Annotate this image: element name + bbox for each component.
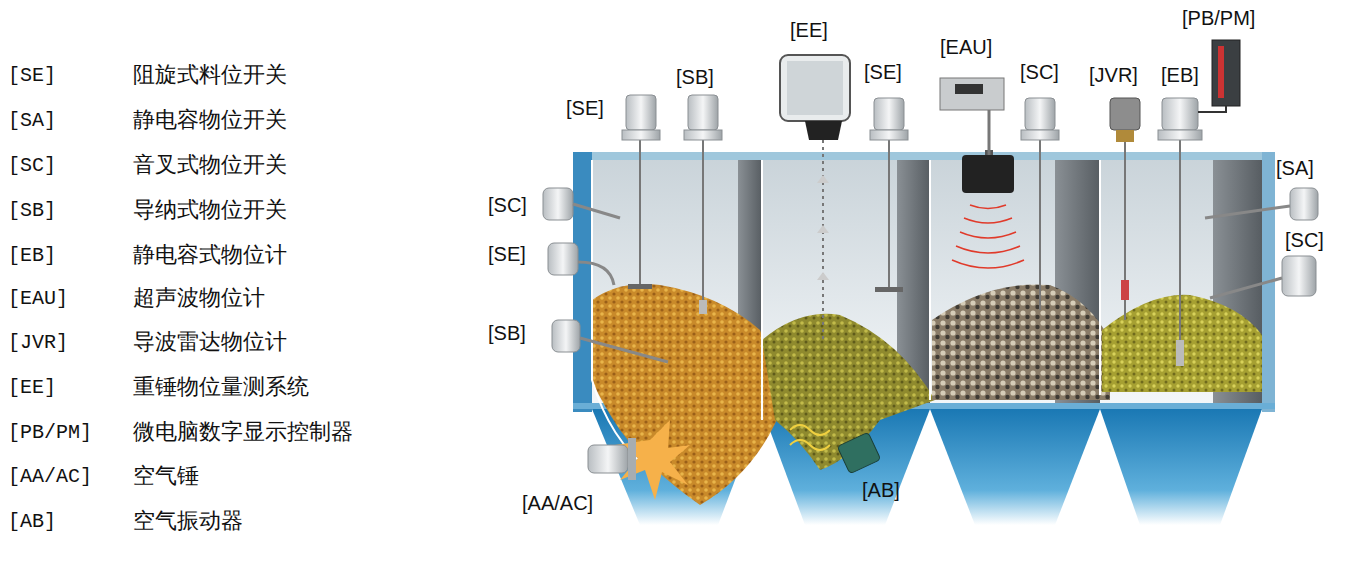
legend-name: 阻旋式料位开关 <box>133 62 287 87</box>
instrument-label: [SE] <box>566 97 604 120</box>
legend-code: [SC] <box>8 154 56 177</box>
instrument-label: [EAU] <box>940 36 992 59</box>
legend-code: [SA] <box>8 109 56 132</box>
legend-name: 静电容式物位计 <box>133 242 287 267</box>
instrument-label: [PB/PM] <box>1182 7 1255 30</box>
instrument-label: [SB] <box>676 66 714 89</box>
legend-name: 重锤物位量测系统 <box>133 374 309 399</box>
instrument-label: [EB] <box>1161 64 1199 87</box>
legend-code: [JVR] <box>8 331 68 354</box>
instrument-label: [JVR] <box>1089 64 1138 87</box>
legend-code: [EE] <box>8 376 56 399</box>
legend-code: [SB] <box>8 199 56 222</box>
instrument-label: [AB] <box>862 479 900 502</box>
legend-name: 音叉式物位开关 <box>133 152 287 177</box>
legend-name: 导波雷达物位计 <box>133 329 287 354</box>
legend-name: 导纳式物位开关 <box>133 197 287 222</box>
instrument-label: [SE] <box>488 243 526 266</box>
instrument-label: [SA] <box>1276 157 1314 180</box>
legend-code: [AA/AC] <box>8 465 92 488</box>
legend-name: 静电容物位开关 <box>133 107 287 132</box>
legend-code: [PB/PM] <box>8 421 92 444</box>
instrument-label: [SE] <box>864 61 902 84</box>
instrument-label: [EE] <box>790 19 828 42</box>
legend-code: [AB] <box>8 510 56 533</box>
legend-name: 微电脑数字显示控制器 <box>133 419 353 444</box>
instrument-label: [SC] <box>1285 229 1324 252</box>
legend-name: 空气锤 <box>133 463 199 488</box>
instrument-label: [SB] <box>488 322 526 345</box>
legend-code: [EB] <box>8 244 56 267</box>
instrument-label: [AA/AC] <box>522 492 593 515</box>
legend-code: [SE] <box>8 64 56 87</box>
legend-name: 超声波物位计 <box>133 285 265 310</box>
instrument-label: [SC] <box>488 194 527 217</box>
instrument-label: [SC] <box>1020 61 1059 84</box>
legend-code: [EAU] <box>8 287 68 310</box>
legend-name: 空气振动器 <box>133 508 243 533</box>
